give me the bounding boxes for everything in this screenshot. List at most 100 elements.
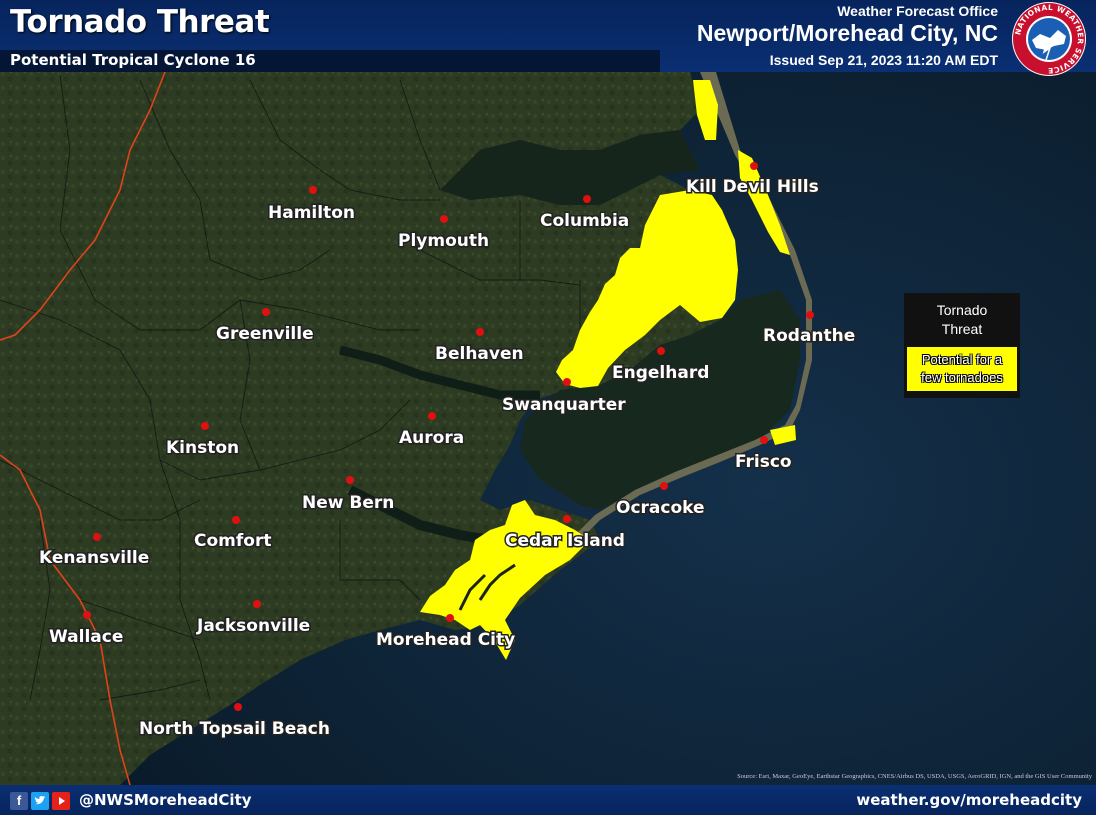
- city-kill-devil-hills: Kill Devil Hills: [685, 162, 820, 199]
- social-icons: f: [10, 792, 70, 810]
- facebook-icon[interactable]: f: [10, 792, 28, 810]
- twitter-icon[interactable]: [31, 792, 49, 810]
- city-label: Cedar Island: [505, 531, 625, 551]
- map-title: Tornado Threat: [10, 4, 270, 40]
- city-marker: [563, 515, 571, 523]
- city-label: Hamilton: [268, 203, 355, 223]
- city-label: Aurora: [399, 428, 464, 448]
- city-marker: [234, 703, 242, 711]
- city-marker: [93, 533, 101, 541]
- city-marker: [476, 328, 484, 336]
- city-marker: [428, 412, 436, 420]
- legend-title-line1: Tornado: [936, 302, 988, 318]
- city-marker: [346, 476, 354, 484]
- city-marker: [253, 600, 261, 608]
- city-label: Kill Devil Hills: [686, 177, 819, 197]
- mainland: [0, 72, 735, 785]
- legend-title: Tornado Threat: [904, 301, 1020, 339]
- legend-title-line2: Threat: [941, 321, 983, 337]
- city-kinston: Kinston: [165, 422, 241, 460]
- city-label: Greenville: [216, 324, 314, 344]
- city-marker: [440, 215, 448, 223]
- legend-swatch-threat: [907, 347, 1017, 391]
- city-engelhard: Engelhard: [611, 347, 711, 385]
- city-label: Wallace: [49, 627, 123, 647]
- threat-carteret: [420, 500, 590, 660]
- threat-cuts: [458, 563, 516, 611]
- source-attribution: Source: Esri, Maxar, GeoEye, Earthstar G…: [737, 773, 1092, 780]
- city-label: Swanquarter: [502, 395, 626, 415]
- city-label: Rodanthe: [763, 326, 855, 346]
- threat-dare-hyde: [556, 190, 738, 388]
- city-rodanthe: Rodanthe: [762, 311, 857, 348]
- legend-entry-line2: few tornadoes: [921, 370, 1003, 385]
- city-jacksonville: Jacksonville: [195, 600, 312, 638]
- city-label: North Topsail Beach: [139, 719, 330, 739]
- city-label: Comfort: [194, 531, 271, 551]
- city-label: Plymouth: [398, 231, 489, 251]
- city-label: Kinston: [166, 438, 239, 458]
- city-label: Kenansville: [39, 548, 149, 568]
- city-ocracoke: Ocracoke: [615, 482, 706, 520]
- city-frisco: Frisco: [734, 436, 793, 474]
- city-marker: [760, 436, 768, 444]
- city-marker: [446, 614, 454, 622]
- city-greenville: Greenville: [215, 308, 315, 346]
- city-new-bern: New Bern: [301, 476, 396, 515]
- albemarle-sound: [440, 130, 700, 205]
- city-columbia: Columbia: [539, 195, 631, 233]
- city-comfort: Comfort: [193, 516, 273, 553]
- city-swanquarter: Swanquarter: [501, 378, 628, 417]
- city-morehead-city: Morehead City: [375, 614, 517, 652]
- city-marker: [660, 482, 668, 490]
- wfo-boundary: [0, 71, 166, 341]
- city-label: Ocracoke: [616, 498, 705, 518]
- legend: Tornado Threat Potential for a few torna…: [904, 293, 1020, 398]
- city-marker: [806, 311, 814, 319]
- tornado-threat-area: [420, 80, 796, 660]
- legend-entry-line1: Potential for a: [921, 352, 1003, 367]
- youtube-icon[interactable]: [52, 792, 70, 810]
- city-label: Columbia: [540, 211, 629, 231]
- city-label: Engelhard: [612, 363, 709, 383]
- city-cedar-island: Cedar Island: [504, 515, 626, 553]
- neuse-river: [347, 485, 491, 545]
- map-subtitle: Potential Tropical Cyclone 16: [10, 51, 256, 69]
- subtitle-strip: [0, 50, 660, 72]
- threat-outer-banks-north: [693, 80, 718, 140]
- city-aurora: Aurora: [398, 412, 466, 450]
- city-label: Jacksonville: [196, 616, 310, 636]
- county-lines: [0, 74, 581, 701]
- city-marker: [201, 422, 209, 430]
- city-label: New Bern: [302, 493, 394, 513]
- city-wallace: Wallace: [48, 611, 125, 649]
- city-marker: [657, 347, 665, 355]
- footer-bar: [0, 785, 1096, 815]
- city-label: Morehead City: [376, 630, 515, 650]
- city-belhaven: Belhaven: [434, 328, 525, 366]
- threat-outer-banks-mid: [738, 150, 790, 255]
- city-kenansville: Kenansville: [38, 533, 151, 570]
- city-marker: [750, 162, 758, 170]
- nws-logo-icon: NATIONAL WEATHER SERVICE: [1012, 2, 1086, 76]
- office-name: Newport/Morehead City, NC: [696, 20, 998, 46]
- social-handle[interactable]: @NWSMoreheadCity: [79, 791, 252, 809]
- city-marker: [232, 516, 240, 524]
- threat-frisco: [770, 425, 796, 445]
- wfo-boundary-south: [0, 454, 131, 786]
- city-marker: [309, 186, 317, 194]
- city-marker: [563, 378, 571, 386]
- website-link[interactable]: weather.gov/moreheadcity: [856, 791, 1082, 809]
- issued-time: Issued Sep 21, 2023 11:20 AM EDT: [769, 52, 998, 68]
- city-north-topsail-beach: North Topsail Beach: [138, 703, 331, 741]
- city-marker: [262, 308, 270, 316]
- office-label: Weather Forecast Office: [837, 3, 998, 19]
- city-hamilton: Hamilton: [267, 186, 356, 225]
- city-marker: [583, 195, 591, 203]
- city-marker: [83, 611, 91, 619]
- city-plymouth: Plymouth: [397, 215, 491, 253]
- city-label: Frisco: [735, 452, 792, 472]
